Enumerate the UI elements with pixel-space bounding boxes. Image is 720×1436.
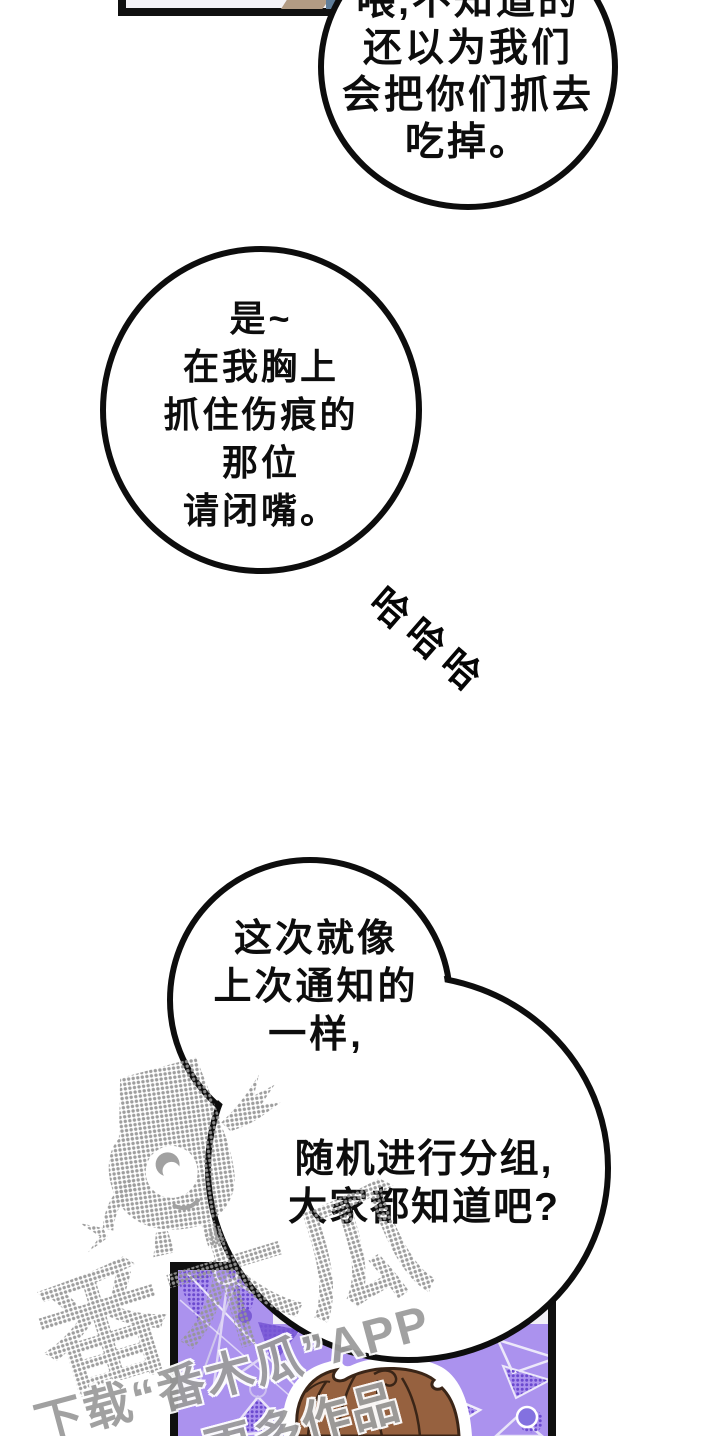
bubble-line: 抓住伤痕的 xyxy=(163,394,359,435)
bubble-line: 一样, xyxy=(268,1014,364,1056)
speech-bubble-circle xyxy=(100,246,422,574)
bubble-line: 喂,不知道的 xyxy=(356,0,580,23)
bubble-line: 那位 xyxy=(221,442,300,483)
bubble-line: 这次就像 xyxy=(233,918,398,960)
bubble-line: 吃掉。 xyxy=(404,121,531,164)
bubble-line: 上次通知的 xyxy=(213,966,419,1008)
character-shoulder-fragment xyxy=(281,0,329,9)
speech-bubble-compound-text-bottom: 随机进行分组, 大家都知道吧? xyxy=(254,1136,594,1232)
bubble-line: 还以为我们 xyxy=(362,27,573,70)
speech-bubble-top-text: 喂,不知道的 还以为我们 会把你们抓去 吃掉。 xyxy=(318,0,618,166)
character-hair xyxy=(282,1357,472,1436)
bubble-line: 随机进行分组, xyxy=(294,1138,554,1181)
speech-bubble-compound-text-top: 这次就像 上次通知的 一样, xyxy=(166,915,466,1059)
bubble-line: 大家都知道吧? xyxy=(288,1186,560,1229)
bubble-line: 请闭嘴。 xyxy=(182,490,339,531)
speech-bubble-circle-text: 是~ 在我胸上 抓住伤痕的 那位 请闭嘴。 xyxy=(100,295,422,535)
sfx-laugh-text: 哈哈哈 xyxy=(361,580,496,705)
bubble-line: 会把你们抓去 xyxy=(341,74,594,117)
bubble-line: 在我胸上 xyxy=(182,346,339,387)
bubble-line: 是~ xyxy=(229,298,293,339)
